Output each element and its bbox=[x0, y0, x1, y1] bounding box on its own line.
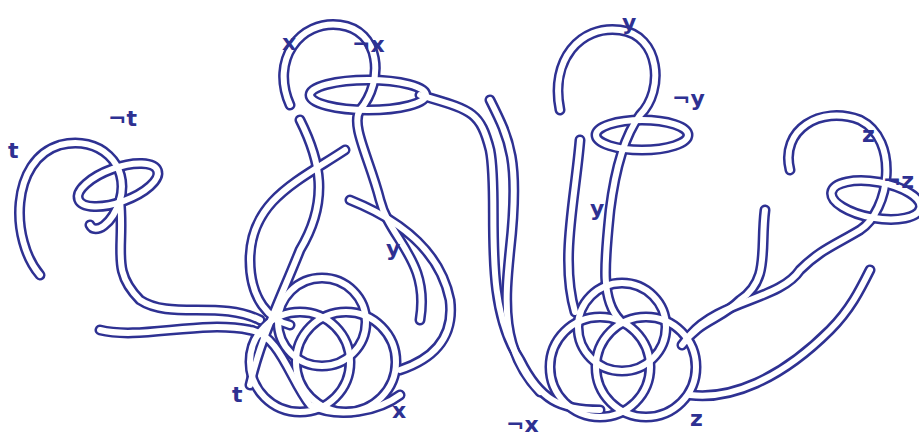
variable-label: x bbox=[392, 400, 406, 422]
variable-label: t bbox=[8, 140, 19, 162]
variable-label: z bbox=[690, 408, 703, 430]
variable-label: y bbox=[386, 238, 400, 260]
variable-label: y bbox=[590, 198, 604, 220]
variable-label: ¬t bbox=[108, 108, 137, 130]
variable-label: ¬x bbox=[506, 414, 539, 436]
variable-label: ¬x bbox=[352, 34, 385, 56]
tube-inside bbox=[20, 25, 919, 417]
variable-label: t bbox=[232, 384, 243, 406]
variable-label: y bbox=[622, 12, 636, 34]
variable-label: z bbox=[862, 124, 875, 146]
tube-outline bbox=[20, 25, 919, 417]
variable-label: ¬y bbox=[672, 88, 705, 110]
variable-label: ¬z bbox=[883, 170, 914, 192]
variable-label: x bbox=[282, 32, 296, 54]
